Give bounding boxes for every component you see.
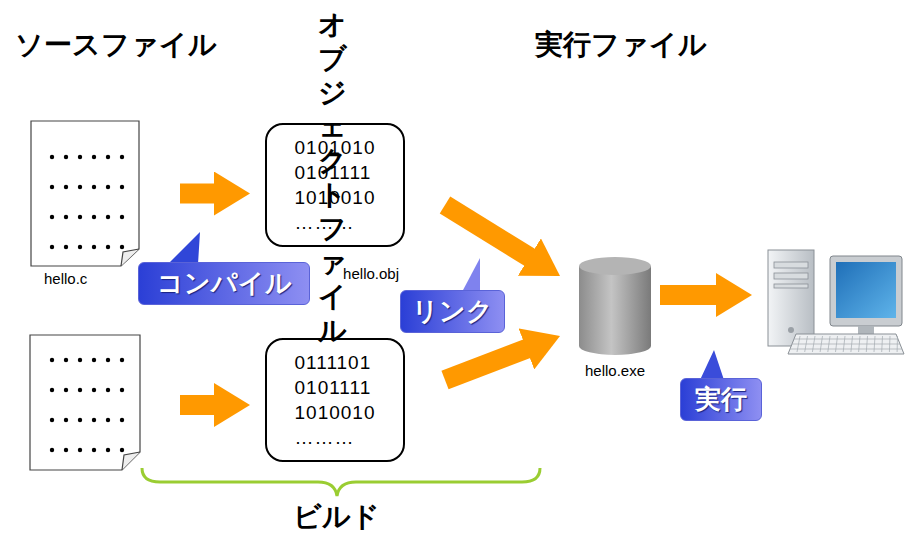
callout-tail: [168, 232, 200, 264]
flow-arrow: [445, 347, 532, 380]
column-heading: オブジェクト ファイル: [318, 8, 347, 348]
arrow: [180, 395, 220, 415]
source-document: [30, 335, 140, 470]
bracket-label: ビルド: [293, 500, 380, 534]
file-name: hello.obj: [343, 265, 399, 282]
brace: [142, 468, 540, 496]
file-name: hello.exe: [585, 362, 645, 379]
source-file: hello.c: [30, 120, 140, 267]
callout-text: コンパイル: [157, 266, 292, 301]
file-name: hello.c: [44, 270, 87, 287]
computer-illustration: [768, 250, 904, 354]
binary-text: 0111101 0101111 1010010 ………: [295, 350, 376, 450]
object-file: 0111101 0101111 1010010 ………: [265, 338, 405, 462]
callout-tail: [700, 350, 724, 380]
callout: リンク: [400, 290, 505, 333]
executable-file: hello.exe: [578, 256, 652, 356]
flow-arrow: [445, 205, 534, 260]
callout: コンパイル: [138, 262, 310, 305]
column-heading: ソースファイル: [15, 28, 217, 62]
callout: 実行: [680, 378, 762, 421]
document-shape: [30, 120, 140, 267]
callout-text: リンク: [412, 294, 493, 329]
cylinder-shape: [578, 256, 652, 356]
callout-tail: [462, 258, 480, 292]
arrow: [660, 285, 722, 305]
column-heading: 実行ファイル: [535, 28, 707, 62]
callout-text: 実行: [695, 382, 747, 417]
flow-arrow: [180, 184, 220, 204]
